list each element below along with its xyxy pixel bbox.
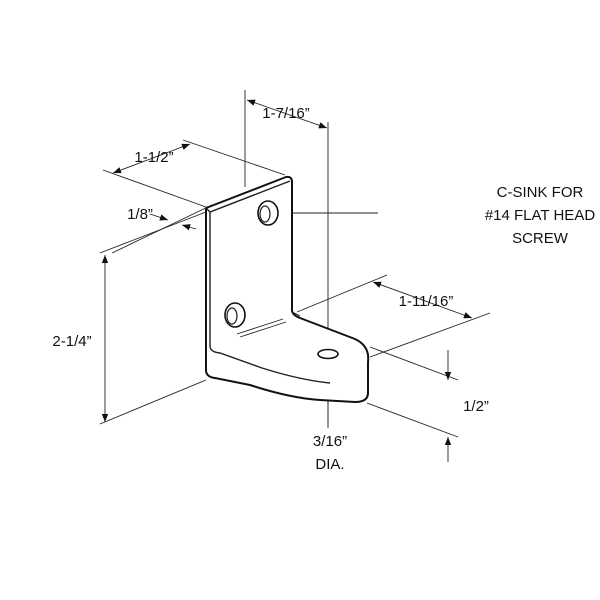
dim-height: 2-1/4” — [52, 333, 91, 350]
upper-screw-hole — [257, 200, 279, 226]
dim-hole-offset: 1-7/16” — [262, 105, 310, 122]
dim-foot-depth: 1-11/16” — [399, 293, 454, 310]
foot-hole — [317, 348, 339, 360]
extension-lines — [99, 90, 491, 438]
dim-width: 1-1/2” — [134, 149, 173, 166]
lower-screw-hole — [224, 302, 246, 328]
dim-hole-dia-label: DIA. — [315, 456, 344, 473]
dim-foot-height: 1/2” — [463, 398, 489, 415]
callout-line-1: C-SINK FOR — [497, 184, 584, 201]
dimension-lines — [101, 99, 473, 462]
dim-thickness: 1/8” — [127, 206, 153, 223]
dim-hole-dia: 3/16” — [313, 433, 347, 450]
callout-line-3: SCREW — [512, 230, 569, 247]
callout-line-2: #14 FLAT HEAD — [485, 207, 595, 224]
bracket-body — [205, 175, 370, 403]
